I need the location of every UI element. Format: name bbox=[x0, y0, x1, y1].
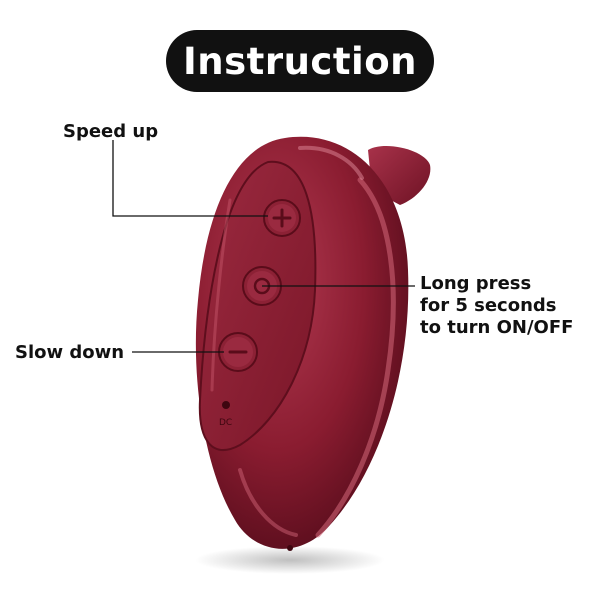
slow-down-label: Slow down bbox=[15, 342, 125, 363]
dc-label: DC bbox=[219, 418, 232, 428]
power-label-line3: to turn ON/OFF bbox=[420, 317, 574, 338]
instruction-title: Instruction bbox=[166, 30, 434, 92]
dc-port: DC bbox=[219, 401, 232, 428]
speed-up-leader bbox=[112, 140, 268, 217]
floor-shadow bbox=[195, 546, 385, 574]
speed-up-label: Speed up bbox=[63, 121, 159, 142]
speed-up-button[interactable] bbox=[263, 199, 301, 237]
power-instruction-label: Long press for 5 seconds to turn ON/OFF bbox=[420, 273, 573, 339]
title-text: Instruction bbox=[183, 39, 417, 83]
power-label-line2: for 5 seconds bbox=[420, 295, 557, 316]
plus-icon bbox=[272, 208, 292, 228]
bottom-port bbox=[287, 545, 293, 551]
power-label-line1: Long press bbox=[420, 273, 532, 294]
slow-down-button[interactable] bbox=[218, 332, 258, 372]
